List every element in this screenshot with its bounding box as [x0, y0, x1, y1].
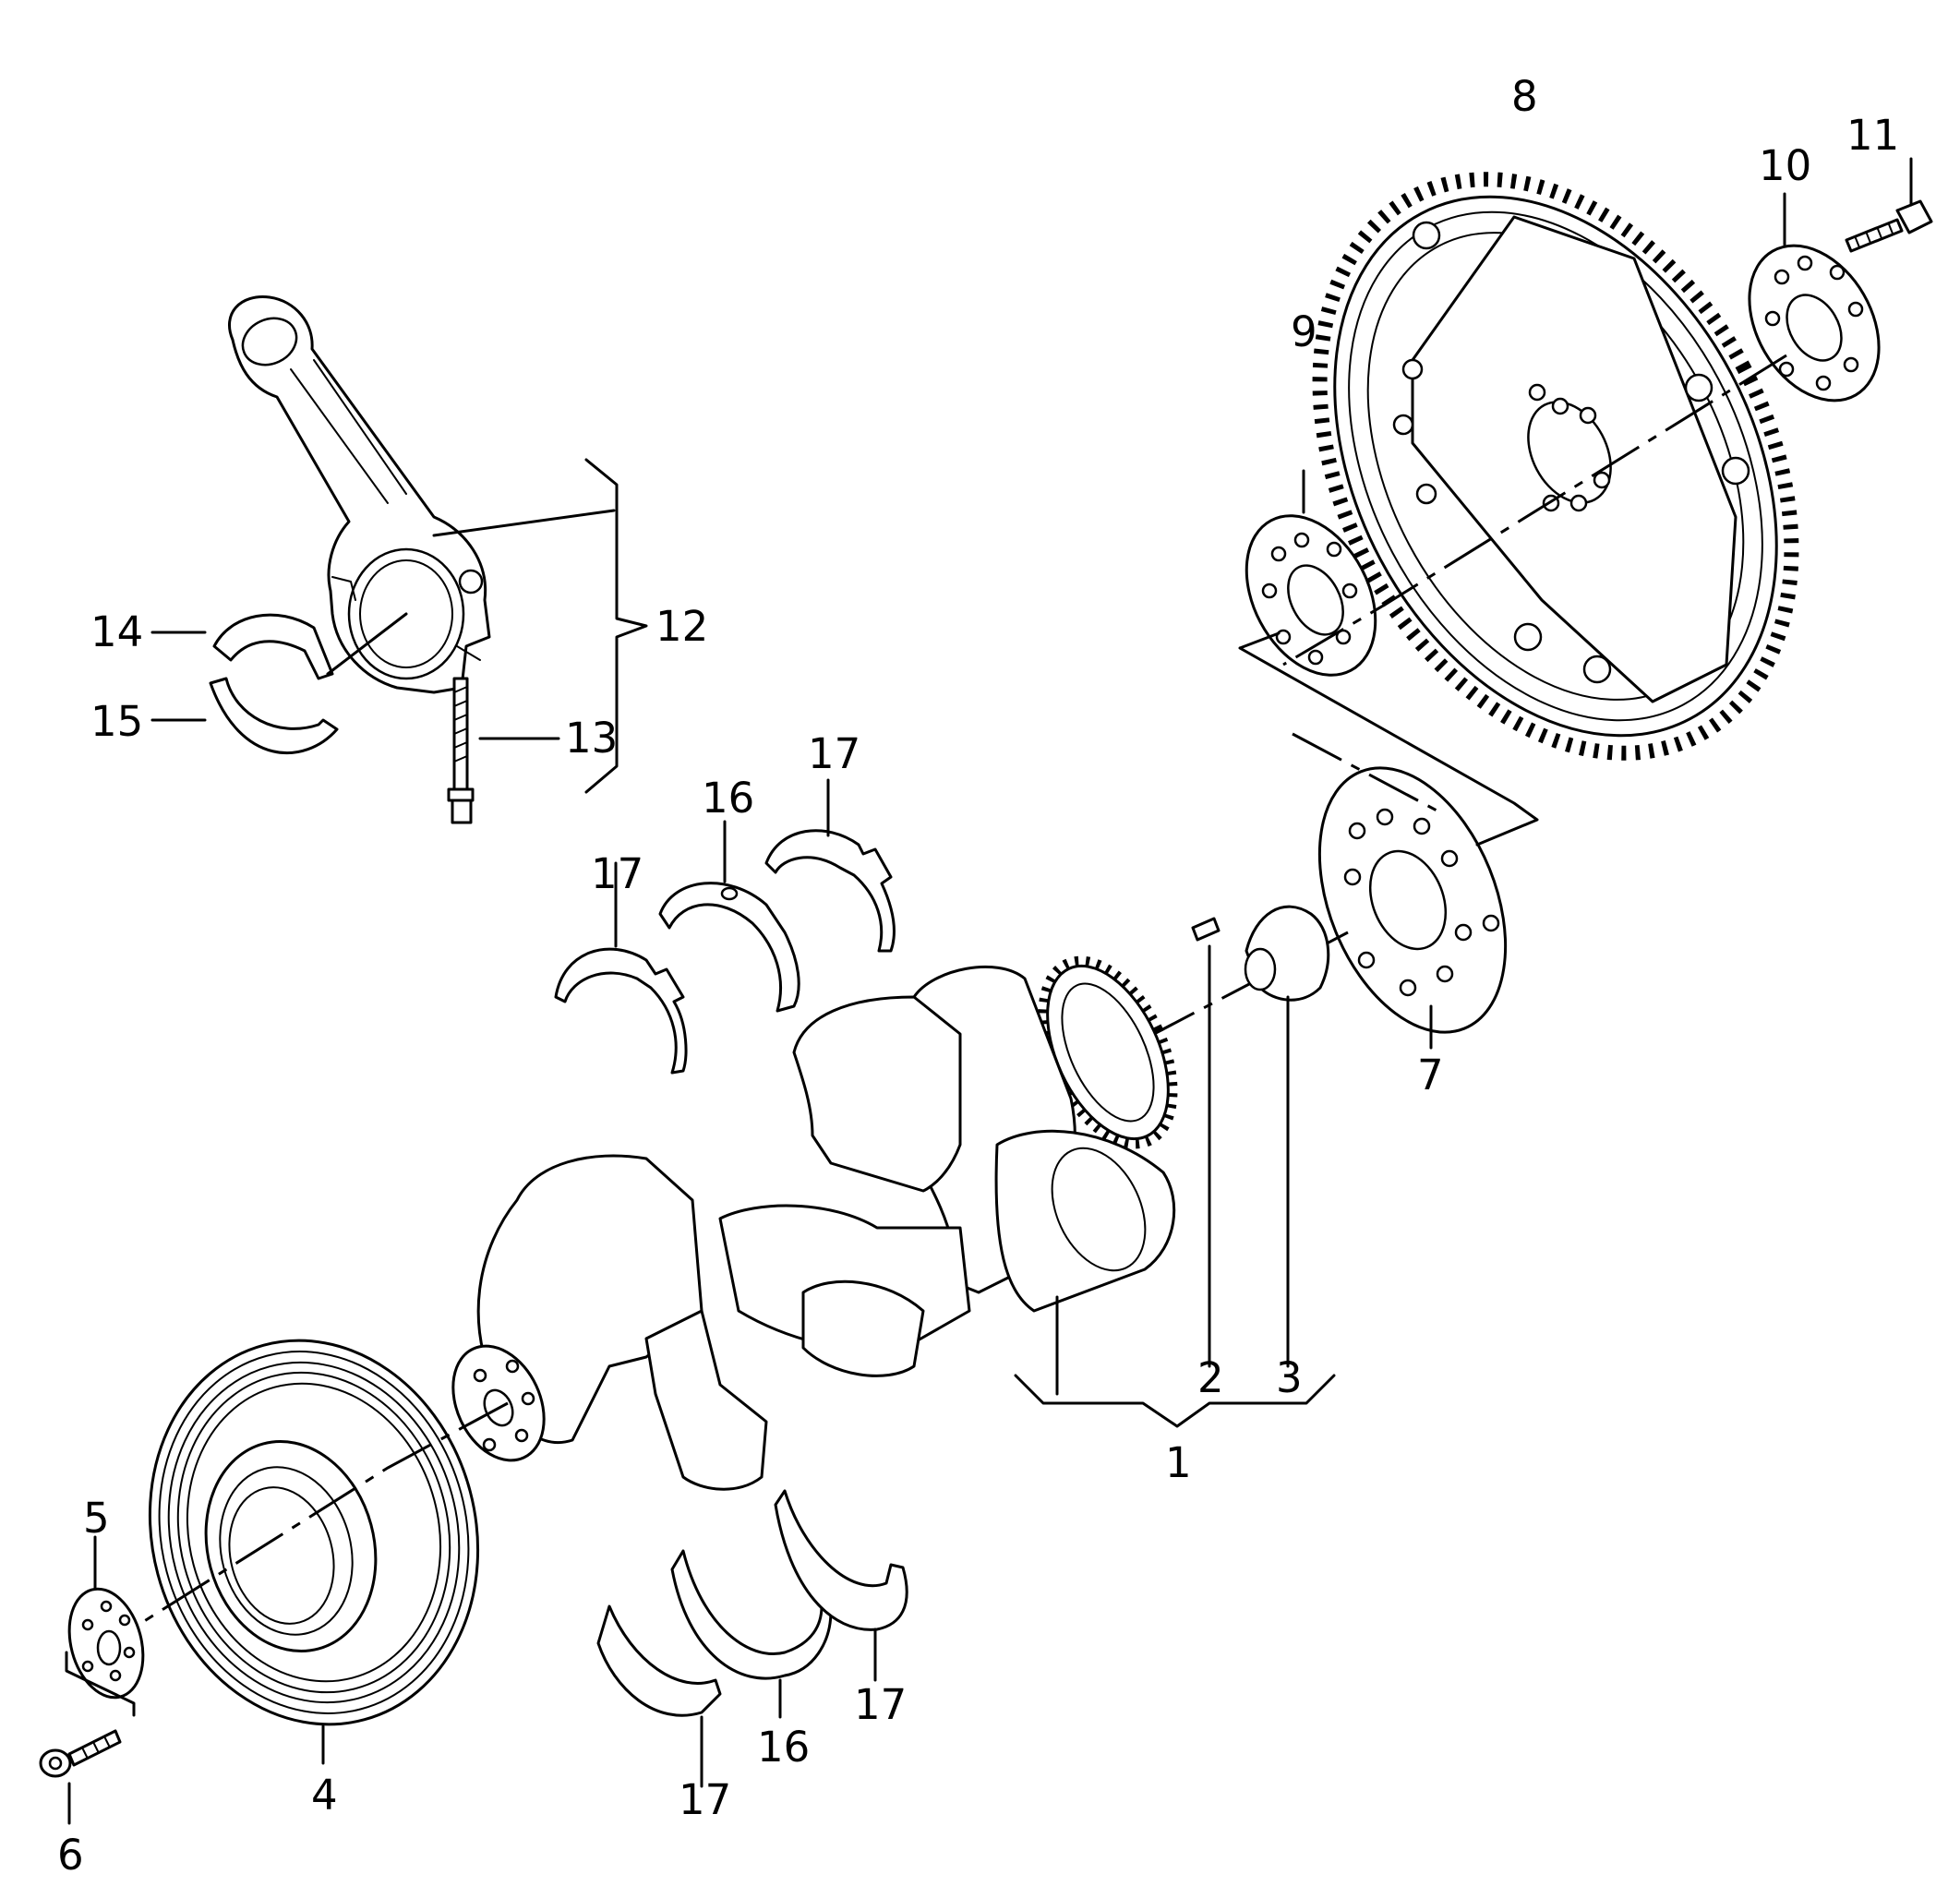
callout-17-upper-right: 17: [808, 729, 860, 778]
vibration-damper: [148, 1339, 480, 1765]
callout-7: 7: [1417, 1051, 1444, 1099]
drive-plate: [1317, 766, 1508, 1050]
flywheel: [1312, 172, 1799, 761]
damper-washer: [67, 1535, 145, 1700]
lower-thrust-washer-right: [774, 1489, 908, 1682]
rod-bearing-shells: [150, 612, 408, 755]
centre-axis-upper: [1282, 354, 1787, 667]
crankshaft: [451, 955, 1178, 1491]
upper-main-bearing-shell: [658, 820, 800, 1013]
callout-14: 14: [90, 607, 143, 656]
upper-thrust-washer-left: [554, 861, 688, 1075]
bracket-5-6: [65, 1651, 136, 1717]
callout-17-lower-right: 17: [854, 1680, 907, 1729]
rod-bolt: [447, 677, 560, 824]
flywheel-reinforcement-washer: [1748, 192, 1881, 402]
callout-16-lower: 16: [757, 1723, 810, 1772]
callout-15: 15: [90, 697, 143, 746]
callout-5: 5: [83, 1494, 110, 1543]
callout-13: 13: [565, 714, 618, 763]
upper-thrust-washer-right: [764, 778, 896, 953]
bracket-12: [584, 458, 648, 794]
callout-9: 9: [1291, 307, 1317, 356]
callout-2: 2: [1197, 1353, 1224, 1402]
pilot-bush: [1244, 905, 1330, 1368]
dowel-pin: [1191, 917, 1220, 1368]
callout-17-upper-left: 17: [591, 849, 643, 898]
callout-1: 1: [1165, 1438, 1192, 1487]
connecting-rod: [227, 295, 616, 694]
callout-16-upper: 16: [702, 774, 754, 823]
callout-3: 3: [1276, 1353, 1303, 1402]
flywheel-bolt: [1845, 157, 1933, 253]
callout-12: 12: [655, 602, 708, 651]
centre-axis-front: [138, 1401, 509, 1627]
bracket-7-8-9: [1238, 631, 1539, 847]
ring-gear-teeth: [1312, 172, 1799, 761]
callout-17-lower-left: 17: [679, 1775, 731, 1824]
callout-4: 4: [311, 1771, 338, 1820]
callout-labels: 1 2 3 4 5 6 7 8 9 10 11 12 13 14 15 16 1…: [57, 72, 1899, 1880]
spacer-plate-9: [1245, 469, 1377, 677]
callout-6: 6: [57, 1831, 84, 1880]
lower-thrust-washer-left: [596, 1604, 722, 1788]
callout-11: 11: [1846, 111, 1899, 160]
damper-bolt: [39, 1729, 122, 1825]
callout-8: 8: [1511, 72, 1538, 121]
bracket-1: [1014, 1374, 1336, 1428]
callout-10: 10: [1759, 141, 1811, 190]
